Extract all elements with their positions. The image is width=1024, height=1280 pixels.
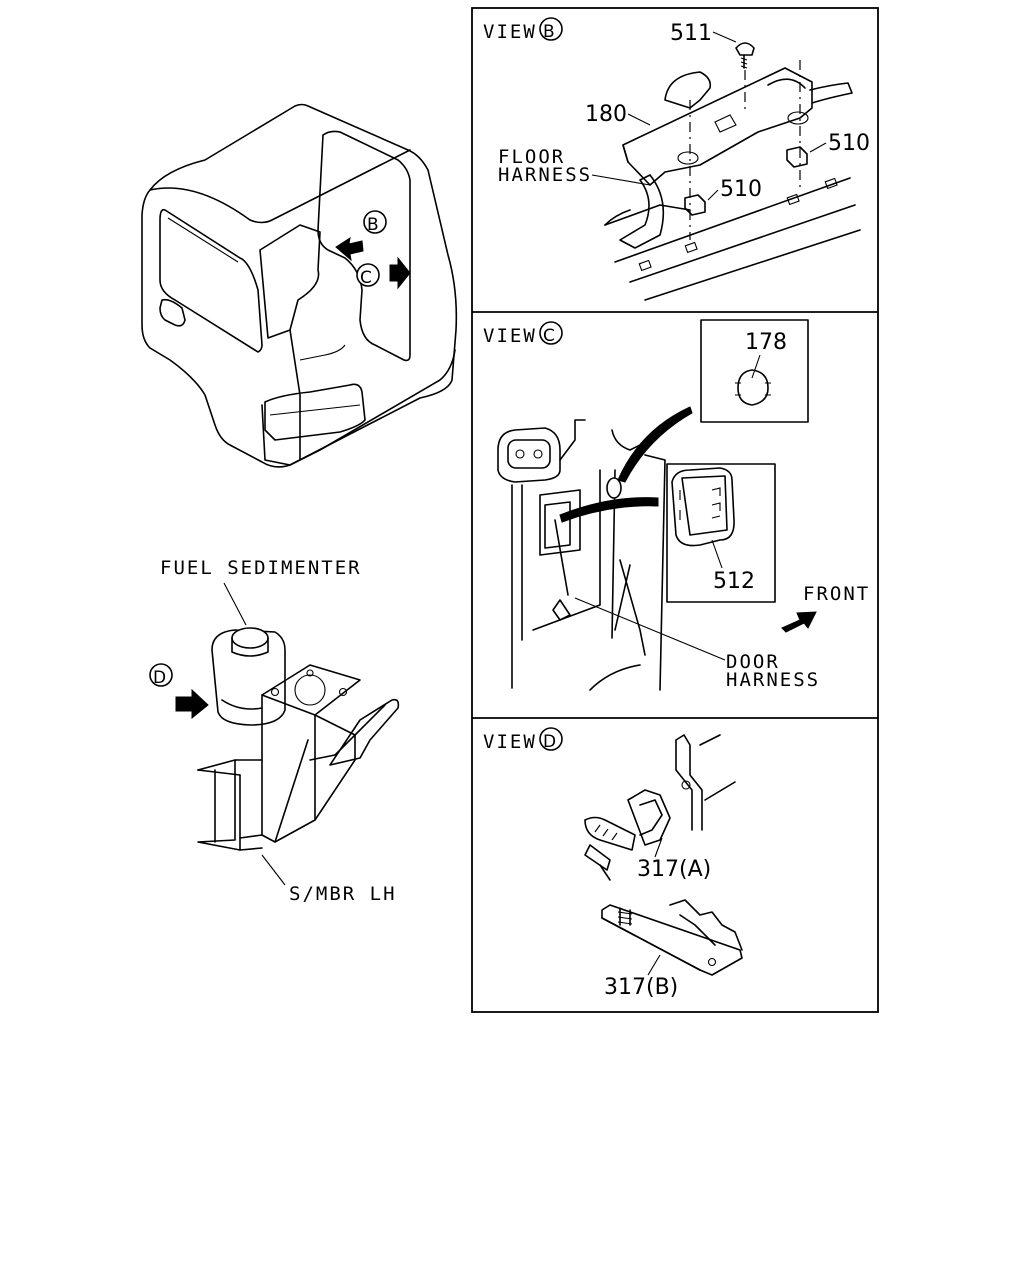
view-b-title: VIEW (483, 21, 537, 43)
view-b-panel: VIEW B 511 180 FLOOR HARNESS 510 5 (483, 17, 870, 301)
part-512-inset (666, 463, 776, 603)
smbr-lh-label: S/MBR LH (289, 883, 397, 905)
part-317b-label: 317(B) (604, 975, 678, 1000)
view-d-title: VIEW (483, 731, 537, 753)
front-label: FRONT (803, 583, 870, 605)
cab-illustration: B C (141, 103, 458, 468)
views-frame (471, 7, 879, 1013)
part-510a-label: 510 (720, 177, 762, 202)
cab-marker-b: B (367, 215, 379, 235)
view-d-marker: D (543, 732, 556, 752)
door-harness-label-1: DOOR (726, 651, 780, 673)
part-511-label: 511 (670, 21, 712, 46)
part-510b-label: 510 (828, 131, 870, 156)
cab-marker-c: C (360, 268, 372, 288)
part-178-label: 178 (745, 330, 787, 355)
floor-harness-label-1: FLOOR (498, 146, 565, 168)
frame-marker-d: D (153, 668, 166, 688)
fuel-sedimenter-label: FUEL SEDIMENTER (160, 557, 362, 579)
view-c-title: VIEW (483, 325, 537, 347)
floor-harness-label-2: HARNESS (498, 164, 592, 186)
part-180-label: 180 (585, 102, 627, 127)
view-d-panel: VIEW D 317(A) 317(B) (483, 727, 743, 1000)
part-317a-label: 317(A) (637, 857, 711, 882)
door-harness-label-2: HARNESS (726, 669, 820, 691)
view-b-marker: B (543, 22, 555, 42)
view-c-panel: VIEW C 178 512 (483, 319, 870, 691)
fuel-sedimenter-illustration: FUEL SEDIMENTER D S/MBR LH (149, 557, 400, 905)
part-512-label: 512 (713, 569, 755, 594)
view-c-marker: C (543, 326, 555, 346)
